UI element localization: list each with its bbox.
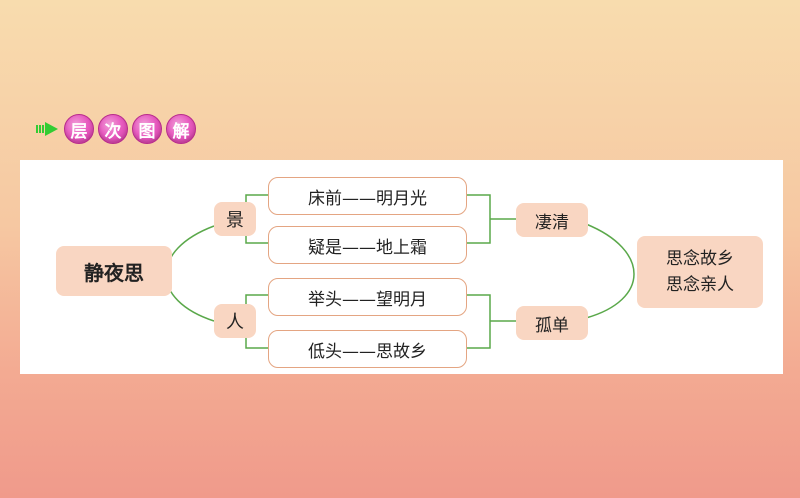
badge-char-4: 解 [166, 114, 196, 144]
conclusion-box: 思念故乡 思念亲人 [637, 236, 763, 308]
poem-line-4: 低头——思故乡 [268, 330, 467, 368]
badge-char-1: 层 [64, 114, 94, 144]
poem-line-3: 举头——望明月 [268, 278, 467, 316]
poem-line-1: 床前——明月光 [268, 177, 467, 215]
badge-char-2: 次 [98, 114, 128, 144]
branch-person: 人 [214, 304, 256, 338]
branch-scene: 景 [214, 202, 256, 236]
mood-lonely: 孤单 [516, 306, 588, 340]
section-header: 层 次 图 解 [36, 114, 200, 144]
poem-line-2: 疑是——地上霜 [268, 226, 467, 264]
double-arrow-icon [36, 122, 58, 136]
center-title-box: 静夜思 [56, 246, 172, 296]
conclusion-line-1: 思念故乡 [666, 249, 734, 269]
mood-desolate: 凄清 [516, 203, 588, 237]
conclusion-line-2: 思念亲人 [666, 275, 734, 295]
badge-char-3: 图 [132, 114, 162, 144]
